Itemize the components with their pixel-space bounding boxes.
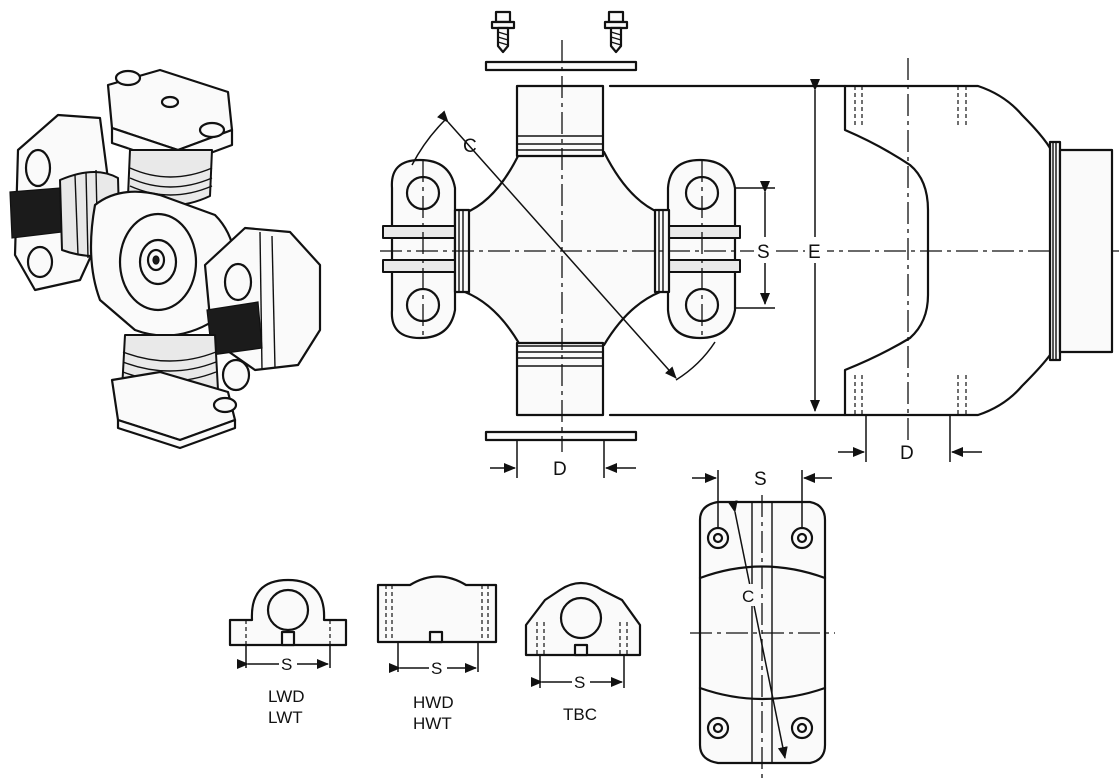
bottom-strap [484, 430, 638, 442]
bolt-left [490, 10, 516, 54]
cap-type-tbc: S TBC [524, 581, 642, 724]
yoke-side-view [608, 58, 1114, 440]
dimension-e: E [805, 79, 827, 412]
dimension-d-right: D [838, 415, 982, 464]
cap-type-lwd-lwt: S LWD LWT [228, 578, 348, 727]
label-d-left: D [553, 459, 567, 480]
hwd-title: HWD [413, 693, 454, 712]
dimension-c-top: C [411, 110, 716, 381]
dimension-d-left: D [490, 440, 636, 480]
lwt-title: LWT [268, 708, 303, 727]
tbc-s-label: S [574, 673, 585, 692]
lwd-title: LWD [268, 687, 305, 706]
dimension-s-top: S [735, 181, 776, 309]
label-s: S [757, 242, 770, 263]
universal-joint-isometric-view [9, 68, 322, 450]
bolt-right [603, 10, 629, 54]
label-cap-c: C [742, 587, 754, 606]
label-cap-s: S [754, 469, 767, 490]
cross-front-view [380, 10, 1119, 452]
hwd-s-label: S [431, 659, 442, 678]
label-d-right: D [900, 443, 914, 464]
cap-type-hwd-hwt: S HWD HWT [376, 575, 498, 733]
tbc-title: TBC [563, 705, 597, 724]
lwd-s-label: S [281, 655, 292, 674]
top-strap [484, 60, 638, 72]
hwt-title: HWT [413, 714, 452, 733]
bearing-cap-plan-view: C S [690, 469, 835, 783]
label-c: C [463, 136, 477, 157]
label-e: E [808, 242, 821, 263]
